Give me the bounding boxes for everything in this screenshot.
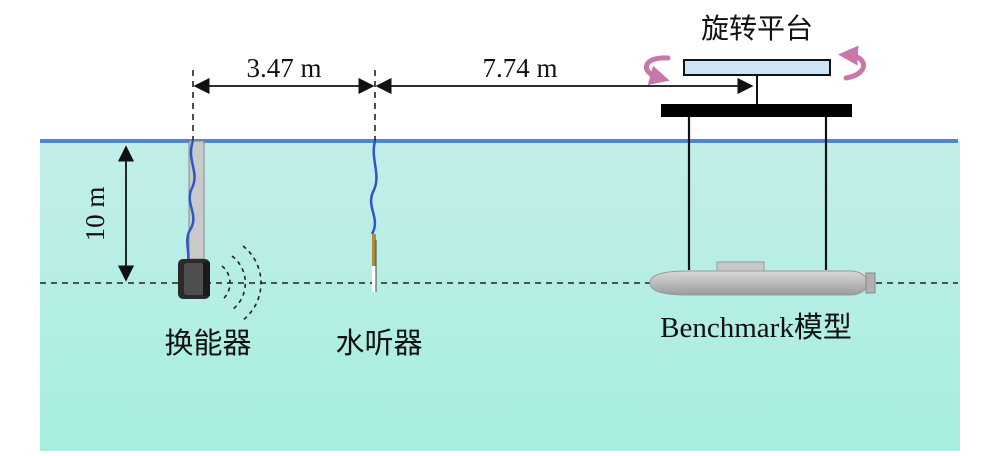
hydrophone-label: 水听器	[335, 326, 422, 360]
platform-label: 旋转平台	[701, 12, 813, 45]
rotation-platform	[683, 59, 831, 76]
distance-label-1: 3.47 m	[246, 53, 321, 83]
submarine-model	[649, 261, 876, 296]
hydrophone-cable	[369, 140, 378, 235]
transducer-label: 换能器	[164, 326, 251, 360]
transducer	[178, 259, 210, 299]
rotation-arrow-right-icon	[838, 45, 866, 81]
depth-label: 10 m	[80, 187, 110, 242]
water-body	[40, 141, 960, 451]
sound-wave-icon	[221, 245, 262, 321]
transducer-cable	[186, 140, 196, 263]
distance-label-2: 7.74 m	[482, 53, 557, 83]
rotation-arrow-left-icon	[644, 55, 671, 86]
model-label: Benchmark模型	[660, 311, 852, 344]
support-beam	[661, 104, 852, 117]
